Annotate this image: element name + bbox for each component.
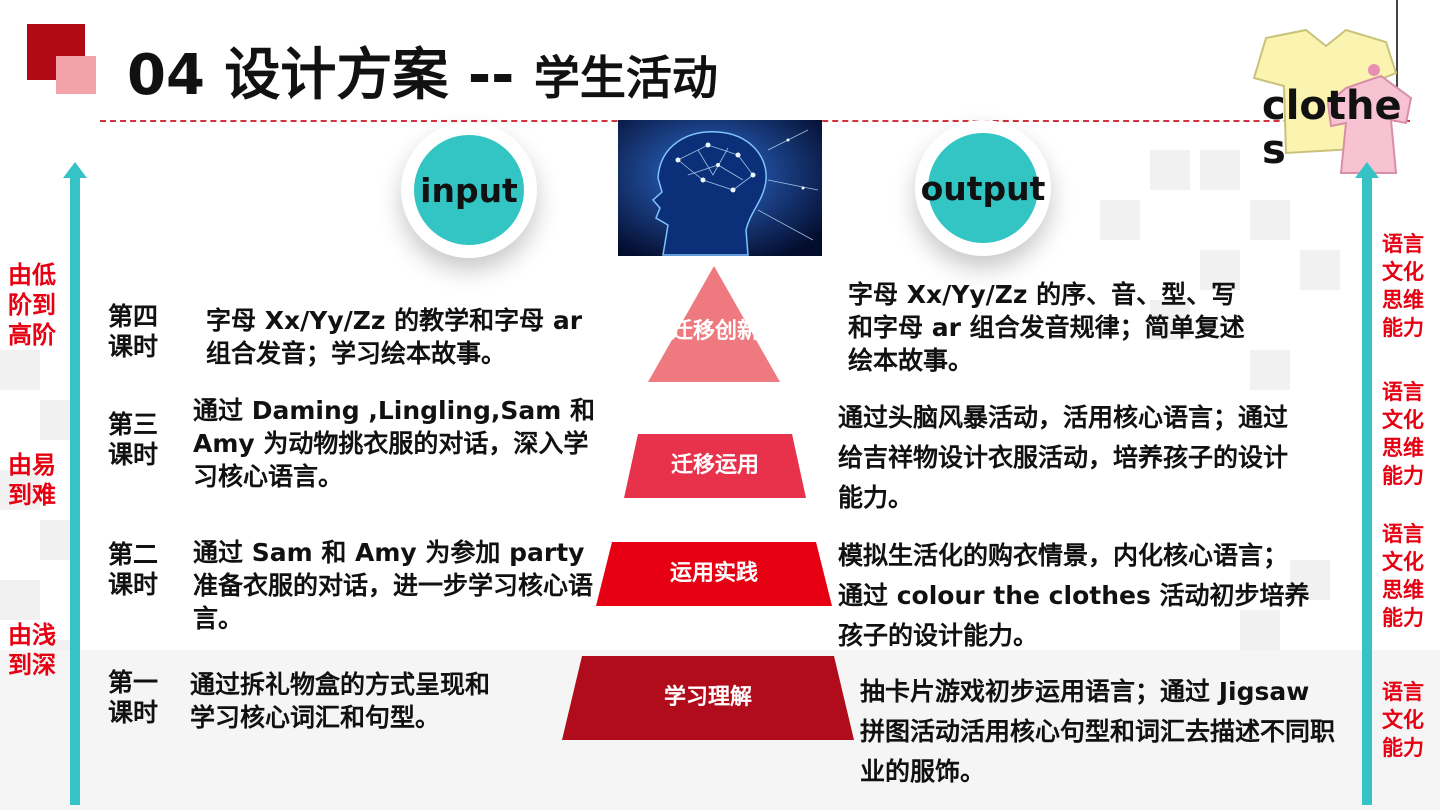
competency-4: 语言文化能力 — [1382, 680, 1424, 760]
brain-image — [618, 120, 822, 256]
clothes-illustration-icon — [1252, 28, 1413, 174]
lesson-name-3: 第三课时 — [108, 410, 159, 469]
tier-transfer-apply — [624, 434, 806, 498]
tier-label-4: 学习理解 — [663, 685, 752, 710]
tier-learn-understand — [562, 656, 854, 740]
progression-easy-hard: 由易到难 — [8, 451, 56, 509]
lesson-name-2: 第二课时 — [108, 540, 159, 599]
clothes-word: clothes — [1262, 83, 1402, 173]
right-arrow-head-icon — [1355, 162, 1379, 178]
input-badge: input — [401, 122, 537, 258]
progression-shallow-deep: 由浅到深 — [8, 621, 56, 679]
tier-label-2: 迁移运用 — [670, 453, 759, 478]
lesson-3-input: 通过 Daming ,Lingling,Sam 和 Amy 为动物挑衣服的对话，… — [193, 396, 595, 491]
title-main: 04 设计方案 -- — [127, 43, 534, 108]
tier-apply-practice — [596, 542, 832, 606]
progression-low-high: 由低阶到高阶 — [8, 261, 56, 349]
lesson-name-1: 第一课时 — [108, 668, 159, 727]
lesson-1-input: 通过拆礼物盒的方式呈现和学习核心词汇和句型。 — [190, 670, 491, 732]
output-badge: output — [915, 120, 1051, 256]
right-progress-arrow — [1362, 175, 1372, 805]
left-progress-arrow — [70, 175, 80, 805]
lesson-3-output: 通过头脑风暴活动，活用核心语言；通过给吉祥物设计衣服活动，培养孩子的设计能力。 — [838, 403, 1289, 512]
tier-label-1: 迁移创新 — [670, 319, 759, 344]
lesson-2-input: 通过 Sam 和 Amy 为参加 party 准备衣服的对话，进一步学习核心语言… — [193, 538, 594, 633]
left-arrow-head-icon — [63, 162, 87, 178]
competency-3: 语言文化思维能力 — [1382, 522, 1424, 630]
output-label: output — [921, 133, 1045, 243]
tier-label-3: 运用实践 — [669, 561, 758, 586]
page-title: 04 设计方案 -- 学生活动 — [127, 30, 718, 111]
lesson-1-output: 抽卡片游戏初步运用语言；通过 Jigsaw 拼图活动活用核心句型和词汇去描述不同… — [860, 677, 1336, 786]
lesson-2-output: 模拟生活化的购衣情景，内化核心语言；通过 colour the clothes … — [838, 541, 1310, 650]
lesson-4-input: 字母 Xx/Yy/Zz 的教学和字母 ar 组合发音；学习绘本故事。 — [206, 306, 583, 368]
competency-1: 语言文化思维能力 — [1382, 232, 1424, 340]
lesson-name-4: 第四课时 — [108, 302, 159, 361]
lesson-4-output: 字母 Xx/Yy/Zz 的序、音、型、写和字母 ar 组合发音规律；简单复述绘本… — [848, 280, 1245, 375]
corner-line — [1396, 0, 1398, 120]
competency-2: 语言文化思维能力 — [1382, 380, 1424, 488]
title-sub: 学生活动 — [533, 51, 718, 105]
input-label: input — [414, 135, 524, 245]
tier-transfer-innovation — [648, 266, 780, 382]
header-decoration-light — [56, 56, 96, 94]
